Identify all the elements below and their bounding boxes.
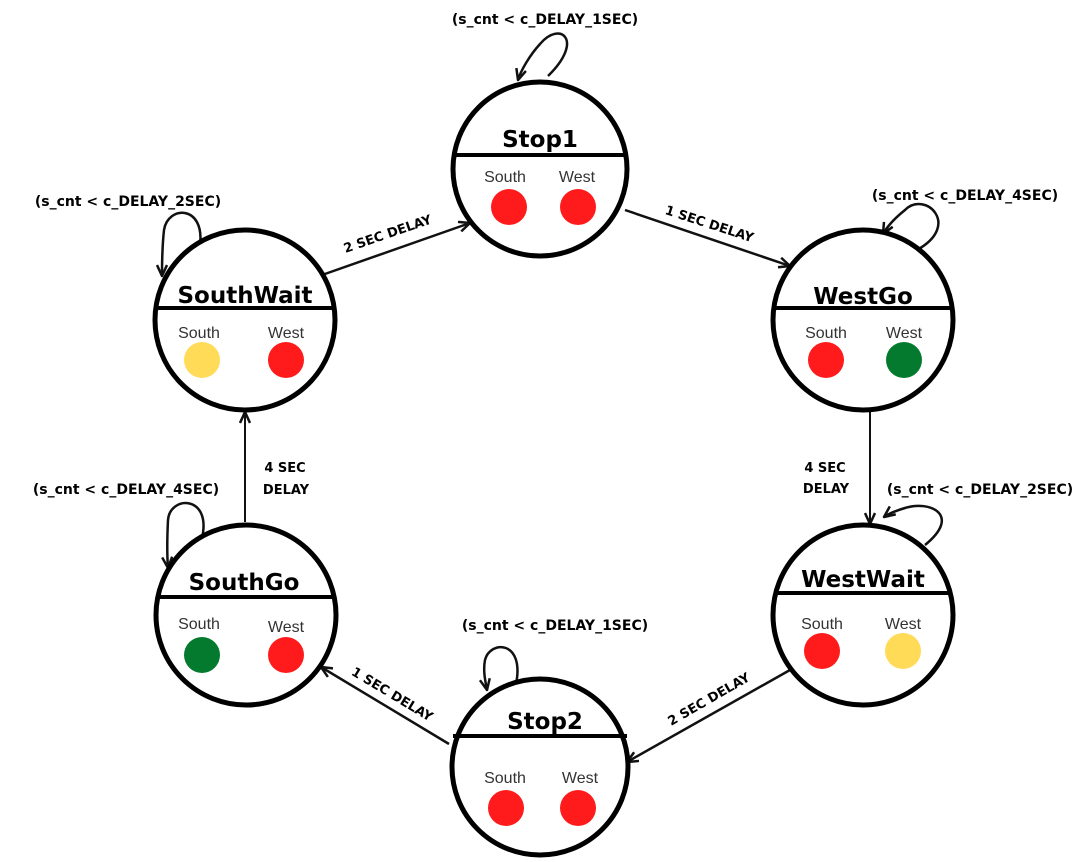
west-light <box>886 342 922 378</box>
state-title-stop1: Stop1 <box>502 127 578 153</box>
west-label: West <box>562 770 599 787</box>
self-loop-stop1: (s_cnt < c_DELAY_1SEC) <box>452 12 638 80</box>
condition-label-stop1: (s_cnt < c_DELAY_1SEC) <box>452 12 638 28</box>
self-loop-stop2: (s_cnt < c_DELAY_1SEC) <box>462 618 648 690</box>
state-title-westwait: WestWait <box>801 567 925 593</box>
south-label: South <box>801 616 843 633</box>
edge-stop2-to-southgo: 1 SEC DELAY <box>321 665 450 746</box>
west-light <box>560 790 596 826</box>
state-title-westgo: WestGo <box>813 284 913 310</box>
edge-label-westgo-westwait-line1: 4 SEC <box>804 461 845 476</box>
edge-label-westwait-stop2: 2 SEC DELAY <box>666 670 754 729</box>
state-southgo: SouthGo South West <box>153 522 339 708</box>
condition-label-stop2: (s_cnt < c_DELAY_1SEC) <box>462 618 648 634</box>
south-light <box>184 342 220 378</box>
edge-label-stop2-southgo: 1 SEC DELAY <box>348 665 435 726</box>
condition-label-westgo: (s_cnt < c_DELAY_4SEC) <box>872 188 1058 204</box>
south-light <box>488 790 524 826</box>
self-loop-southgo: (s_cnt < c_DELAY_4SEC) <box>33 482 219 568</box>
west-label: West <box>268 619 305 636</box>
south-light <box>804 633 840 669</box>
edge-label-southwait-stop1: 2 SEC DELAY <box>342 212 434 256</box>
state-stop2: Stop2 South West <box>449 676 631 858</box>
edge-southgo-to-southwait: 4 SEC DELAY <box>245 412 310 522</box>
west-label: West <box>268 325 305 342</box>
state-westwait: WestWait South West <box>770 522 956 708</box>
south-light <box>184 637 220 673</box>
west-light <box>268 342 304 378</box>
edge-stop1-to-westgo: 1 SEC DELAY <box>624 203 790 266</box>
edge-southwait-to-stop1: 2 SEC DELAY <box>321 212 470 277</box>
state-title-southwait: SouthWait <box>177 283 312 309</box>
edge-label-southgo-southwait-line1: 4 SEC <box>264 461 305 476</box>
state-stop1: Stop1 South West <box>450 79 630 259</box>
south-label: South <box>178 325 220 342</box>
condition-label-southgo: (s_cnt < c_DELAY_4SEC) <box>33 482 219 498</box>
condition-label-southwait: (s_cnt < c_DELAY_2SEC) <box>35 194 221 210</box>
west-label: West <box>559 169 596 186</box>
south-label: South <box>484 770 526 787</box>
south-label: South <box>178 616 220 633</box>
self-loop-southwait: (s_cnt < c_DELAY_2SEC) <box>35 194 221 276</box>
state-title-southgo: SouthGo <box>189 570 300 596</box>
state-southwait: SouthWait South West <box>152 227 338 413</box>
west-label: West <box>885 616 922 633</box>
south-light <box>491 189 527 225</box>
edge-westgo-to-westwait: 4 SEC DELAY <box>803 412 870 524</box>
west-light <box>268 637 304 673</box>
state-westgo: WestGo South West <box>770 227 956 413</box>
edge-westwait-to-stop2: 2 SEC DELAY <box>627 668 791 762</box>
west-label: West <box>886 325 923 342</box>
west-light <box>885 633 921 669</box>
south-label: South <box>484 169 526 186</box>
condition-label-westwait: (s_cnt < c_DELAY_2SEC) <box>887 482 1073 498</box>
west-light <box>560 189 596 225</box>
south-label: South <box>805 325 847 342</box>
self-loop-westwait: (s_cnt < c_DELAY_2SEC) <box>884 482 1073 546</box>
south-light <box>808 342 844 378</box>
state-title-stop2: Stop2 <box>507 709 583 735</box>
self-loop-westgo: (s_cnt < c_DELAY_4SEC) <box>872 188 1058 252</box>
edge-label-westgo-westwait-line2: DELAY <box>803 482 850 497</box>
edge-label-southgo-southwait-line2: DELAY <box>263 483 310 498</box>
